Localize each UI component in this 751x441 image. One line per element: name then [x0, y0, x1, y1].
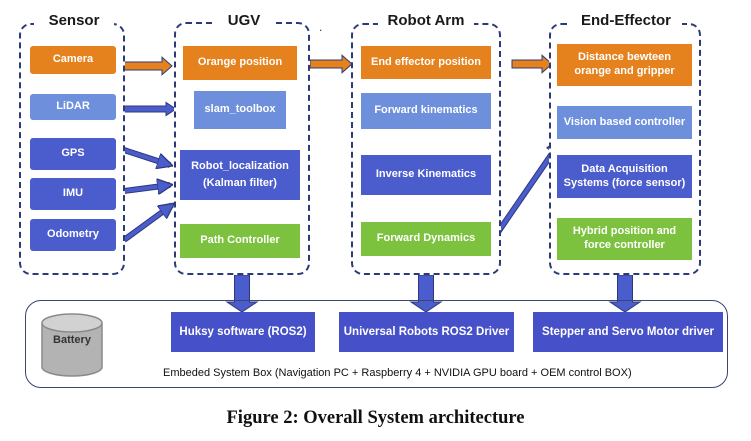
orange-position-block: Orange position: [183, 46, 297, 80]
odometry-sensor: Odometry: [30, 219, 116, 251]
forward-kinematics-block: Forward kinematics: [361, 93, 491, 129]
end-effector-column-title: End-Effector: [570, 12, 682, 29]
imu-to-localization-arrow-fill: [123, 185, 170, 191]
robot-localization-block: Robot_localization (Kalman filter): [180, 150, 300, 200]
ugv-to-husky-arrow: [225, 274, 259, 313]
motor-driver-block: Stepper and Servo Motor driver: [533, 312, 723, 352]
robot-localization-label: Robot_localization: [191, 159, 289, 172]
battery-icon: [41, 313, 103, 377]
husky-driver-block: Huksy software (ROS2): [171, 312, 315, 352]
ugv-column-title: UGV: [214, 12, 274, 29]
gps-to-localization-arrow-fill: [123, 148, 170, 165]
daq-line-1: Data Acquisition: [581, 162, 668, 175]
embedded-description: Embeded System Box (Navigation PC + Rasp…: [163, 367, 632, 379]
end-effector-position-block: End effector position: [361, 46, 491, 79]
imu-sensor: IMU: [30, 178, 116, 210]
hybrid-line-1: Hybrid position and: [572, 225, 677, 238]
forward-dynamics-block: Forward Dynamics: [361, 222, 491, 256]
kalman-filter-label: (Kalman filter): [203, 176, 277, 189]
figure-caption: Figure 2: Overall System architecture: [226, 408, 525, 428]
hybrid-controller-block: Hybrid position and force controller: [557, 218, 692, 260]
lidar-sensor: LiDAR: [30, 94, 116, 120]
gps-sensor: GPS: [30, 138, 116, 170]
slam-toolbox-block: slam_toolbox: [194, 91, 286, 129]
camera-to-orange-position-arrow: [123, 56, 173, 76]
distance-orange-gripper-block: Distance bewteen orange and gripper: [557, 44, 692, 86]
vision-controller-block: Vision based controller: [557, 106, 692, 139]
sensor-column-title: Sensor: [34, 12, 114, 29]
embedded-system-box: [25, 300, 728, 388]
battery-label: Battery: [53, 334, 91, 346]
stray-mark: .: [319, 20, 323, 34]
distance-line-1: Distance bewteen: [578, 51, 671, 64]
lidar-to-slam-arrow: [122, 101, 177, 117]
ur-driver-block: Universal Robots ROS2 Driver: [339, 312, 514, 352]
end-effector-to-motor-arrow: [608, 274, 642, 313]
ugv-to-arm-arrow: [309, 54, 353, 74]
arm-to-end-effector-arrow: [511, 54, 553, 74]
robot-arm-column-title: Robot Arm: [378, 12, 474, 29]
data-acquisition-block: Data Acquisition Systems (force sensor): [557, 155, 692, 198]
path-controller-block: Path Controller: [180, 224, 300, 258]
arm-to-ur-driver-arrow: [409, 274, 443, 313]
daq-line-2: Systems (force sensor): [563, 176, 686, 189]
distance-line-2: orange and gripper: [574, 65, 675, 77]
camera-sensor: Camera: [30, 46, 116, 74]
hybrid-line-2: force controller: [584, 239, 665, 251]
inverse-kinematics-block: Inverse Kinematics: [361, 155, 491, 195]
odometry-to-localization-arrow-fill: [122, 205, 172, 242]
